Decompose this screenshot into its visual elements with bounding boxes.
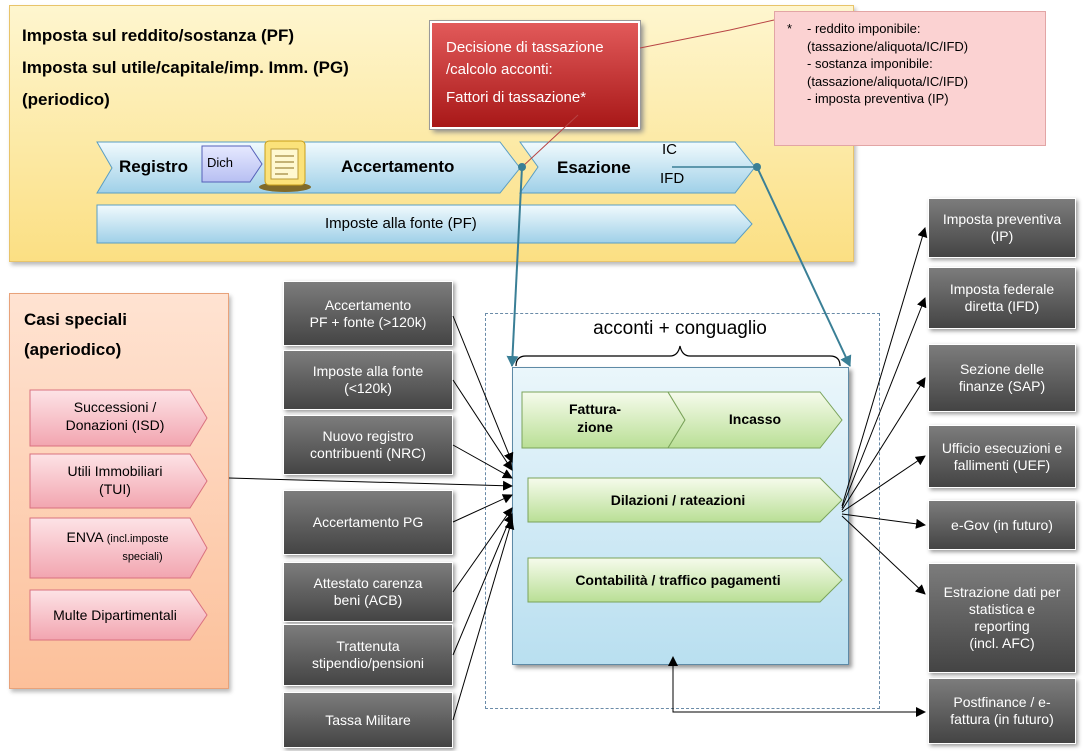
note-box: * - reddito imponibile: (tassazione/aliq… [774,11,1046,146]
dilazioni-shape [527,477,843,523]
contabilita-label: Contabilità / traffico pagamenti [575,572,781,588]
postfinance-arrowhead [668,656,678,666]
incasso-shape [667,391,843,449]
dilazioni-label: Dilazioni / rateazioni [610,492,746,508]
contabilita-shape [527,557,843,603]
brace-label: acconti + conguaglio [593,318,767,339]
note-line: - imposta preventiva (IP) [807,91,949,106]
input-box: Accertamento PG [283,490,453,555]
special-item: Multe Dipartimentali [53,607,177,623]
special-item: Successioni /Donazioni (ISD) [65,399,165,433]
decision-box: Decisione di tassazione /calcolo acconti… [429,20,641,130]
panel-title-line2: Imposta sul utile/capitale/imp. Imm. (PG… [22,58,349,77]
postfinance-connector [672,660,926,717]
input-arrow [452,315,514,463]
imposte-fonte-bar [96,204,753,244]
ifd-label: IFD [660,170,685,187]
special-shape [29,589,208,641]
input-arrow [452,494,513,523]
callout-line [639,29,731,49]
input-arrow [452,379,513,471]
note-star: * [787,21,793,36]
input-arrow [452,519,515,721]
output-arrow [841,515,926,595]
teal-connector [756,166,852,367]
esazione-label: Esazione [557,158,631,177]
panel-title-line3: (periodico) [22,90,110,109]
dich-tag [201,145,263,183]
collection-area [485,313,880,709]
output-box: Imposta preventiva(IP) [928,198,1076,258]
teal-connector [506,166,523,367]
callout-line [521,114,579,168]
special-title-line2: (aperiodico) [24,340,122,359]
registro-label: Registro [119,157,188,176]
output-arrow [841,297,927,509]
input-arrow [452,507,513,593]
decision-line3: Fattori di tassazione* [446,89,587,106]
output-box: Postfinance / e-fattura (in futuro) [928,678,1076,744]
dich-label: Dich [207,155,234,170]
input-arrow [228,477,513,491]
special-shape [29,453,208,509]
incasso-label: Incasso [728,411,782,427]
fatturazione-label: Fattura-zione [568,401,622,435]
special-shape [29,389,208,447]
ic-label: IC [662,141,677,158]
input-arrow [452,444,513,479]
esazione-chevron [519,141,756,194]
note-line: - reddito imponibile: [807,21,921,36]
special-item: ENVA (incl.imposte speciali) [66,529,169,563]
accertamento-label: Accertamento [341,157,455,176]
input-arrow [452,513,514,656]
document-icon [259,140,311,192]
brace [515,345,841,367]
output-box: e-Gov (in futuro) [928,500,1076,550]
output-arrow [841,513,926,529]
output-arrow [841,227,928,507]
note-line: (tassazione/aliquota/IC/IFD) [807,73,969,89]
special-shape [29,517,208,579]
output-arrow [841,377,926,511]
note-line: - sostanza imponibile: [807,56,933,71]
special-item: Utili Immobiliari(TUI) [67,463,163,497]
callout-line [729,19,775,31]
input-box: Tassa Militare [283,692,453,748]
decision-line2: /calcolo acconti: [446,61,553,78]
imposte-fonte-label: Imposte alla fonte (PF) [325,215,477,232]
input-box: Imposte alla fonte(<120k) [283,350,453,410]
note-line: (tassazione/aliquota/IC/IFD) [807,38,969,54]
decision-line1: Decisione di tassazione [446,39,604,56]
output-arrow [841,455,926,513]
panel-title-line1: Imposta sul reddito/sostanza (PF) [22,26,295,45]
special-title-line1: Casi speciali [24,310,128,329]
